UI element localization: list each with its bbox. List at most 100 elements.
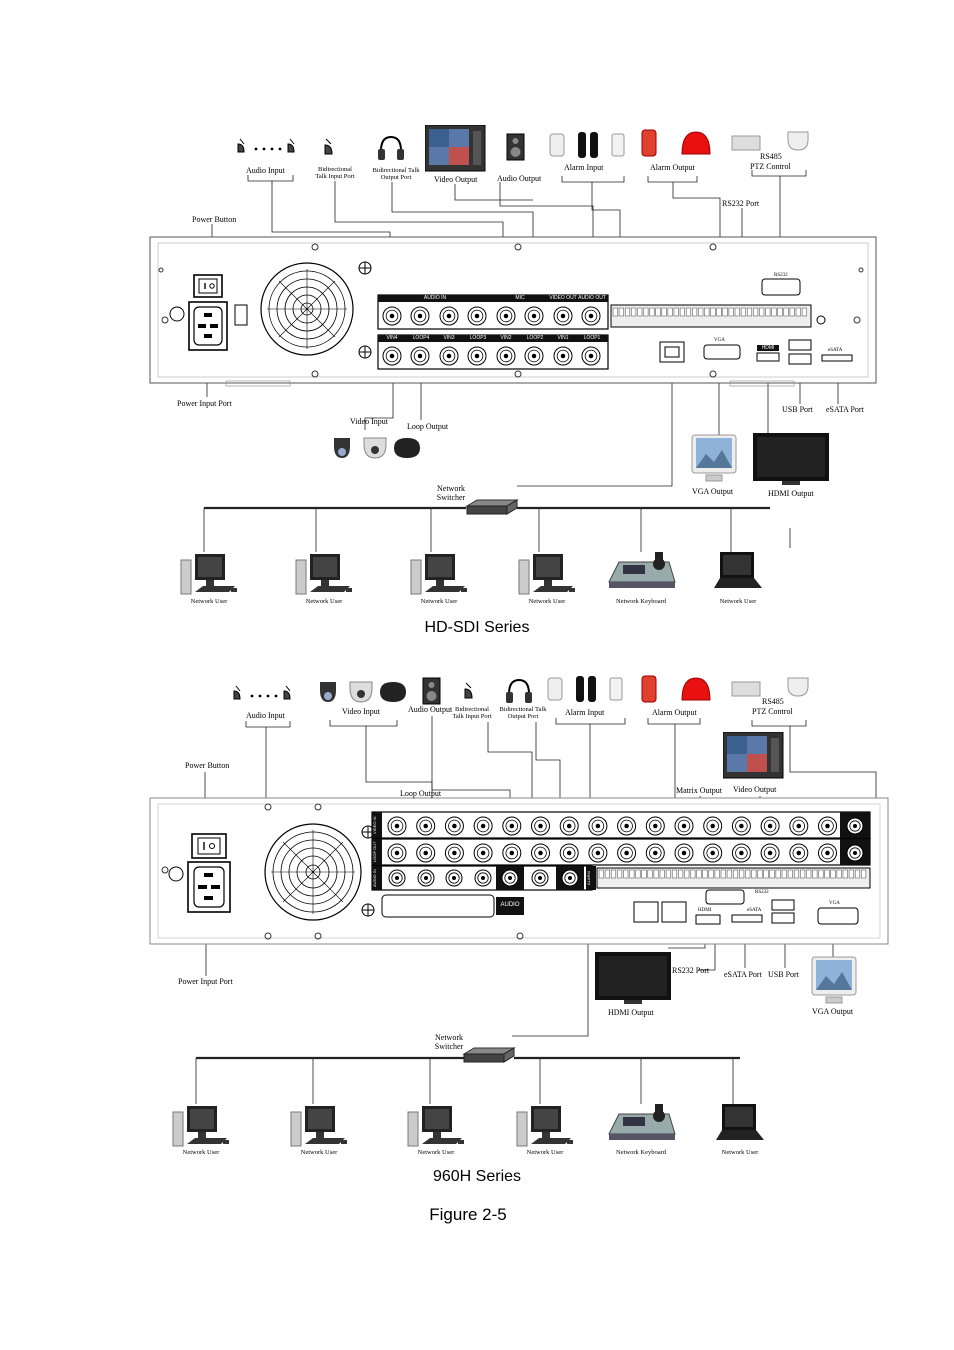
alarm-siren-icon — [641, 675, 711, 703]
label-network-user: Network User — [305, 598, 343, 605]
panel-hdmi: HDMI — [757, 345, 779, 351]
label-audio-input-960: Audio Input — [246, 711, 285, 720]
terminal-pin — [842, 869, 848, 879]
label-video-input-960: Video Input — [342, 707, 380, 716]
terminal-pin — [635, 869, 641, 879]
terminal-pin — [777, 307, 783, 317]
terminal-pin — [861, 869, 867, 879]
bnc-connector — [387, 816, 407, 836]
computer-icon — [516, 1106, 573, 1147]
terminal-pin — [631, 307, 637, 317]
network-user — [511, 552, 583, 603]
terminal-pin — [678, 869, 684, 879]
terminal-pin — [848, 869, 854, 879]
label-rs232-port: RS232 Port — [722, 199, 760, 208]
microphone-icon — [233, 685, 291, 700]
terminal-pin — [775, 869, 781, 879]
terminal-pin — [624, 307, 631, 317]
terminal-pin — [800, 869, 806, 879]
alarm-sensors-icon — [549, 132, 625, 158]
panel-mic: MIC — [512, 295, 528, 301]
terminal-pin — [710, 307, 716, 317]
terminal-pin — [771, 307, 777, 317]
panel-rs232: RS232 — [774, 273, 788, 278]
bnc-connector — [410, 346, 430, 366]
terminal-pin — [801, 307, 807, 317]
terminal-pin — [698, 307, 704, 317]
label-network-switcher-960: Network Switcher — [434, 1033, 464, 1051]
terminal-pin — [679, 307, 685, 317]
label-loop-output: Loop Output — [407, 422, 449, 431]
talk-microphone-icon — [324, 138, 333, 155]
panel-audio-960: AUDIO — [496, 902, 524, 908]
terminal-pin — [795, 307, 801, 317]
terminal-pin — [667, 307, 673, 317]
terminal-pin — [726, 869, 732, 879]
panel-video-in-960: VIDEO IN — [372, 812, 382, 838]
bnc-connector — [524, 306, 544, 326]
h960-series-title: 960H Series — [432, 1168, 522, 1185]
label-network-user: Network User — [528, 598, 566, 605]
label-alarm-input-960: Alarm Input — [565, 708, 605, 717]
video-monitor-icon — [425, 125, 486, 172]
talk-microphone-icon — [464, 682, 473, 699]
terminal-pin — [722, 307, 728, 317]
terminal-pin — [716, 307, 722, 317]
label-rs485-960: RS485 — [762, 697, 784, 706]
terminal-pin — [789, 307, 795, 317]
bnc-connector — [645, 843, 665, 863]
label-bidir-talk-input: Bidirectional Talk Input Port — [315, 166, 355, 180]
terminal-pin — [684, 869, 690, 879]
speaker-icon — [422, 677, 441, 705]
bnc-connector — [674, 816, 694, 836]
bnc-connector — [524, 346, 544, 366]
terminal-pin — [629, 869, 635, 879]
terminal-pin — [655, 307, 661, 317]
alarm-sensors-icon — [547, 676, 623, 702]
terminal-pin — [740, 307, 746, 317]
terminal-pins — [598, 307, 867, 879]
terminal-pin — [708, 869, 714, 879]
label-rs232-port-960: RS232 Port — [672, 966, 710, 975]
label-matrix-output-960: Matrix Output — [676, 786, 722, 795]
computer-icon — [407, 1106, 464, 1147]
hdmi-tv-icon — [595, 952, 671, 1004]
terminal-pin — [637, 307, 643, 317]
terminal-pin — [812, 869, 818, 879]
panel-rs232-960: RS232 — [755, 890, 769, 895]
keyboard-icon — [608, 552, 676, 588]
bnc-connector — [439, 346, 459, 366]
panel-audio-in: AUDIO IN — [420, 295, 450, 301]
panel-audio-out: AUDIO OUT — [578, 295, 606, 301]
terminal-pin — [793, 869, 800, 879]
terminal-pin — [671, 869, 678, 879]
bnc-connector — [382, 306, 402, 326]
panel-esata: eSATA — [828, 348, 843, 353]
bnc-connector — [731, 816, 751, 836]
bnc-connector — [531, 869, 549, 887]
terminal-pin — [714, 869, 720, 879]
computer-icon — [518, 554, 575, 595]
bnc-connector — [382, 346, 402, 366]
terminal-pin — [739, 869, 745, 879]
terminal-pin — [661, 307, 667, 317]
bnc-connector — [417, 869, 435, 887]
label-audio-input: Audio Input — [246, 166, 285, 175]
terminal-pin — [781, 869, 787, 879]
network-user — [704, 1104, 776, 1151]
network-user — [400, 1104, 472, 1155]
terminal-pin — [649, 307, 655, 317]
terminal-pin — [690, 869, 696, 879]
panel-loop2: LOOP2 — [523, 335, 547, 341]
terminal-pin — [692, 307, 698, 317]
computer-icon — [410, 554, 467, 595]
terminal-pin — [783, 307, 789, 317]
bnc-connector — [760, 843, 780, 863]
terminal-pin — [696, 869, 702, 879]
figure-caption: Figure 2-5 — [429, 1205, 507, 1224]
bnc-connector — [789, 816, 809, 836]
label-network-user: Network User — [526, 1149, 564, 1156]
label-alarm-output: Alarm Output — [650, 163, 695, 172]
camera-set-icon — [334, 437, 420, 459]
terminal-pin — [598, 869, 604, 879]
